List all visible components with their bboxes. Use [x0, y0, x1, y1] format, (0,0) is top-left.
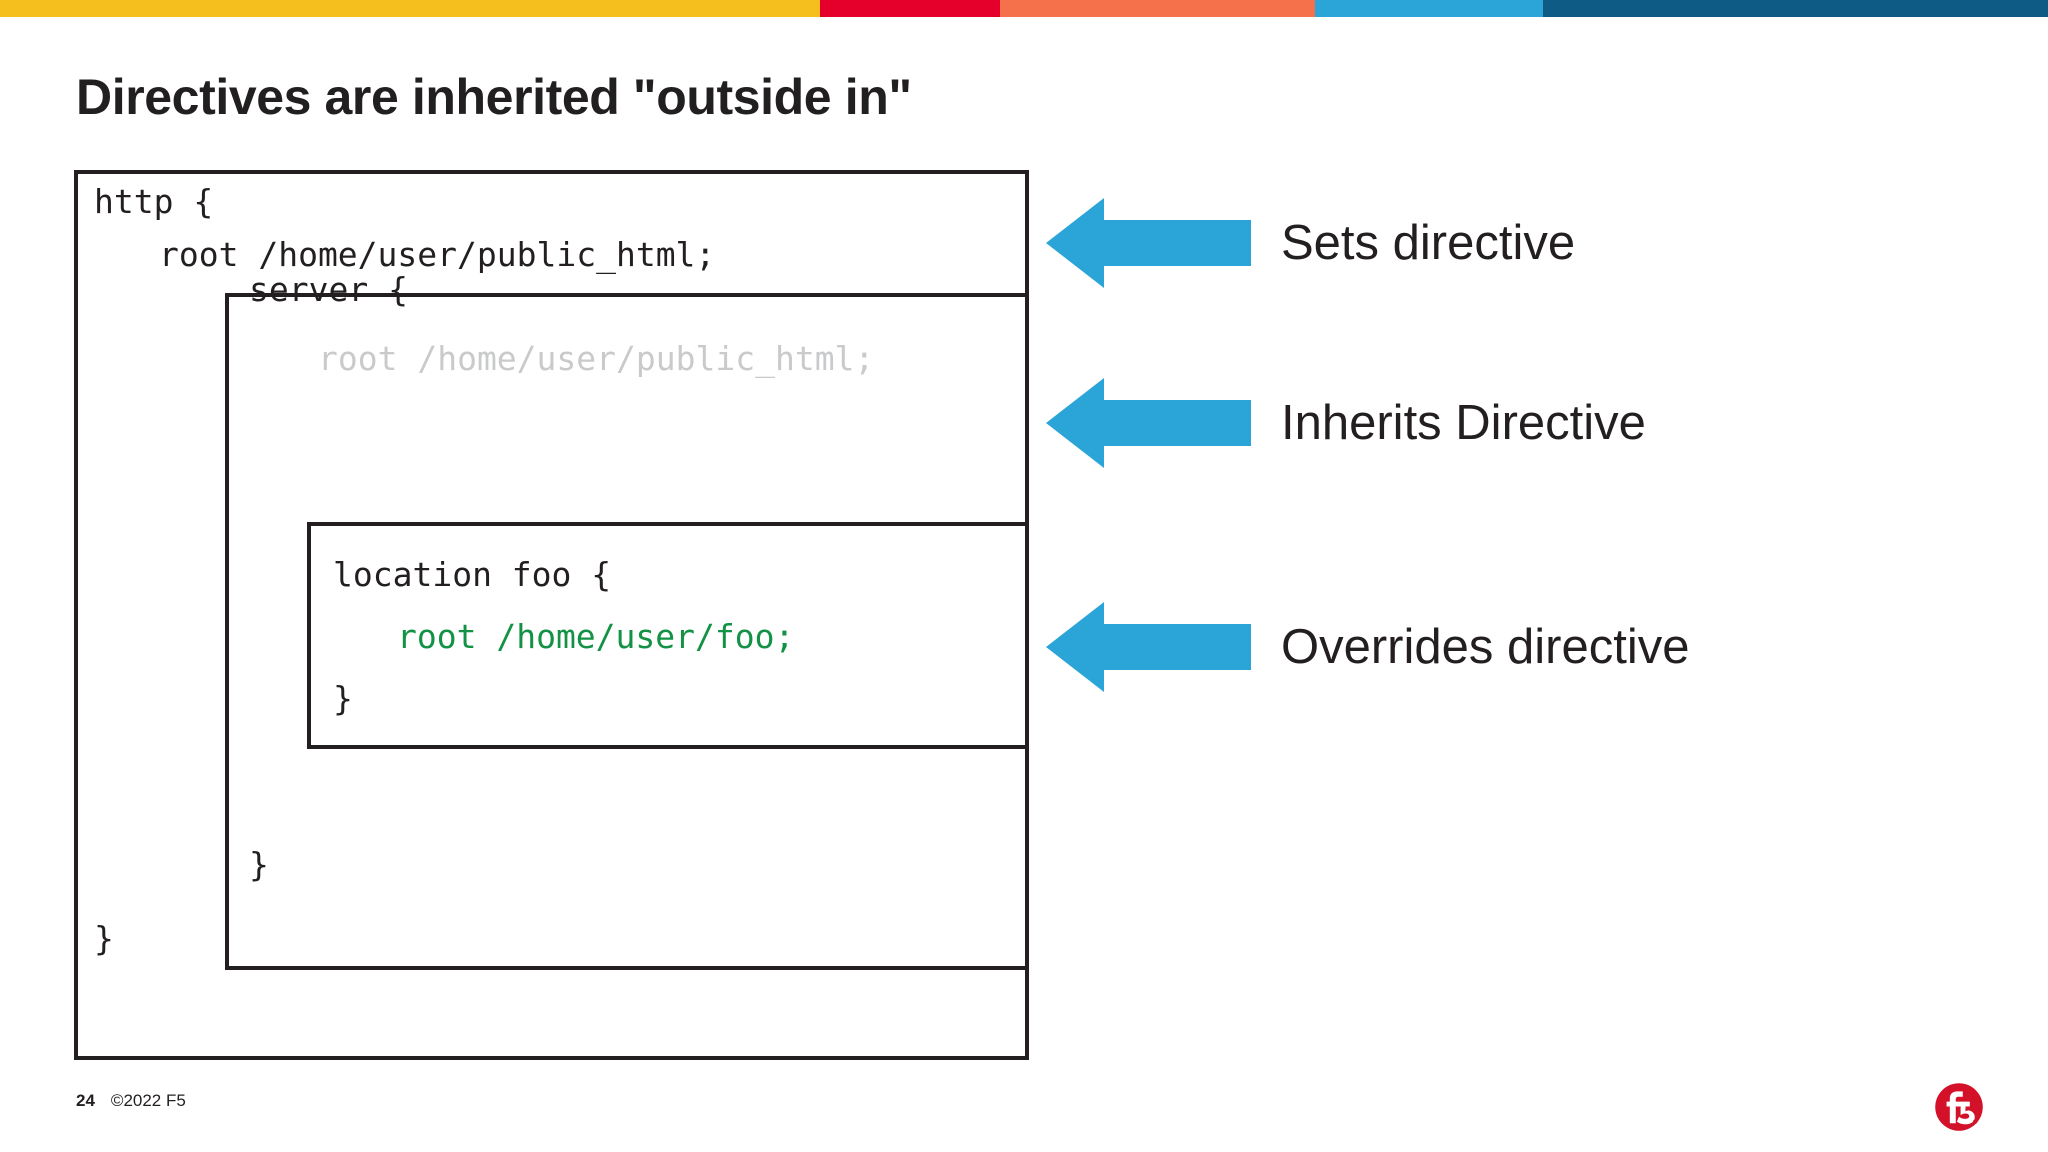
slide-footer: 24 ©2022 F5: [76, 1091, 186, 1111]
left-arrow-icon: [1046, 378, 1251, 468]
top-color-bar: [0, 0, 2048, 17]
code-line-location-open: location foo {: [333, 555, 612, 594]
callout-overrides-directive: Overrides directive: [1046, 602, 1689, 692]
top-bar-segment-yellow: [0, 0, 820, 17]
slide-title: Directives are inherited "outside in": [76, 69, 912, 125]
callout-sets-directive: Sets directive: [1046, 198, 1575, 288]
callout-label-inherits-directive: Inherits Directive: [1281, 395, 1646, 450]
code-line-http-root: root /home/user/public_html;: [159, 235, 716, 274]
f5-logo: [1935, 1083, 1983, 1131]
code-line-server-close: }: [249, 845, 269, 884]
code-line-location-root-override: root /home/user/foo;: [397, 617, 795, 656]
left-arrow-icon: [1046, 602, 1251, 692]
code-line-location-close: }: [333, 679, 353, 718]
callout-label-sets-directive: Sets directive: [1281, 215, 1576, 270]
code-line-http-open: http {: [94, 182, 214, 221]
location-context-box: [307, 522, 1029, 749]
copyright-notice: ©2022 F5: [110, 1091, 186, 1110]
code-line-http-close: }: [94, 919, 114, 958]
top-bar-segment-orange: [1000, 0, 1315, 17]
left-arrow-icon: [1046, 198, 1251, 288]
code-line-server-open: server {: [249, 270, 408, 309]
code-line-server-root-inherited: root /home/user/public_html;: [318, 339, 875, 378]
top-bar-segment-light-blue: [1315, 0, 1543, 17]
code-diagram: http { root /home/user/public_html; serv…: [74, 170, 1029, 1060]
page-number: 24: [76, 1091, 95, 1110]
callout-label-overrides-directive: Overrides directive: [1281, 619, 1690, 674]
top-bar-segment-red: [820, 0, 1000, 17]
callout-inherits-directive: Inherits Directive: [1046, 378, 1646, 468]
top-bar-segment-dark-blue: [1543, 0, 2048, 17]
